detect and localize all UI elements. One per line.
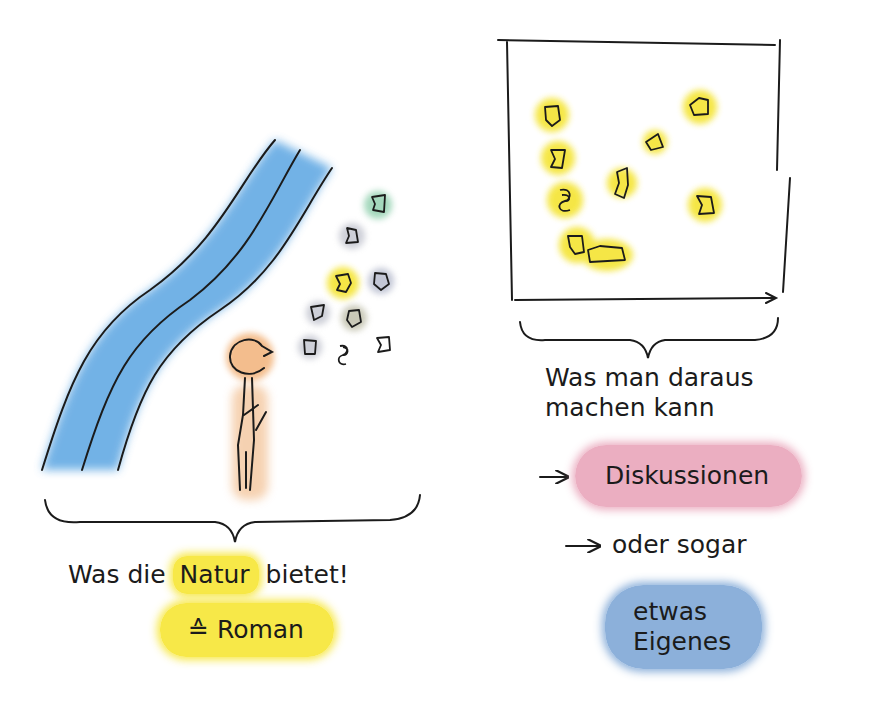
brace [45,495,420,542]
sketch-caption: bietet! [266,560,349,590]
stone [339,346,348,365]
stone [690,98,708,115]
stone [372,195,385,212]
stone-group [535,90,722,271]
highlight-text: etwas Eigenes [633,597,731,657]
stone [545,106,560,126]
sketch-caption: Was die [68,560,166,590]
frame-line [507,42,512,300]
stone [551,150,565,168]
person-body [238,378,266,490]
person-glow [226,333,274,381]
highlight-blob: ≙ Roman [160,603,334,657]
stone [311,305,324,320]
stone [377,337,390,352]
stone [697,196,714,214]
stone [336,274,351,292]
brace [520,318,778,358]
frame-line [515,293,776,303]
list-arrow [540,476,568,478]
highlight-text: Natur [180,560,252,590]
stone [559,190,570,211]
stone [346,228,358,243]
highlight-blob: etwas Eigenes [605,585,762,669]
stone [374,273,389,290]
stone [304,340,316,354]
stone-group [298,191,394,364]
highlight-text: Diskussionen [605,461,772,491]
frame-line [783,178,790,292]
frame-line [777,40,780,170]
river-bank [118,168,332,470]
stone [588,246,625,262]
sketch-caption: oder sogar [612,530,747,560]
list-arrow [566,545,600,547]
highlight-blob: Diskussionen [575,445,802,507]
stone [615,168,628,198]
frame-line [498,40,775,45]
stone [347,310,361,327]
person-head [230,340,272,374]
highlight-text: ≙ Roman [188,615,306,645]
sketch-caption: Was man daraus machen kann [545,363,795,423]
stone [568,236,584,254]
stone [646,134,663,150]
river-water [42,140,332,470]
highlight-blob: Natur [173,556,259,594]
